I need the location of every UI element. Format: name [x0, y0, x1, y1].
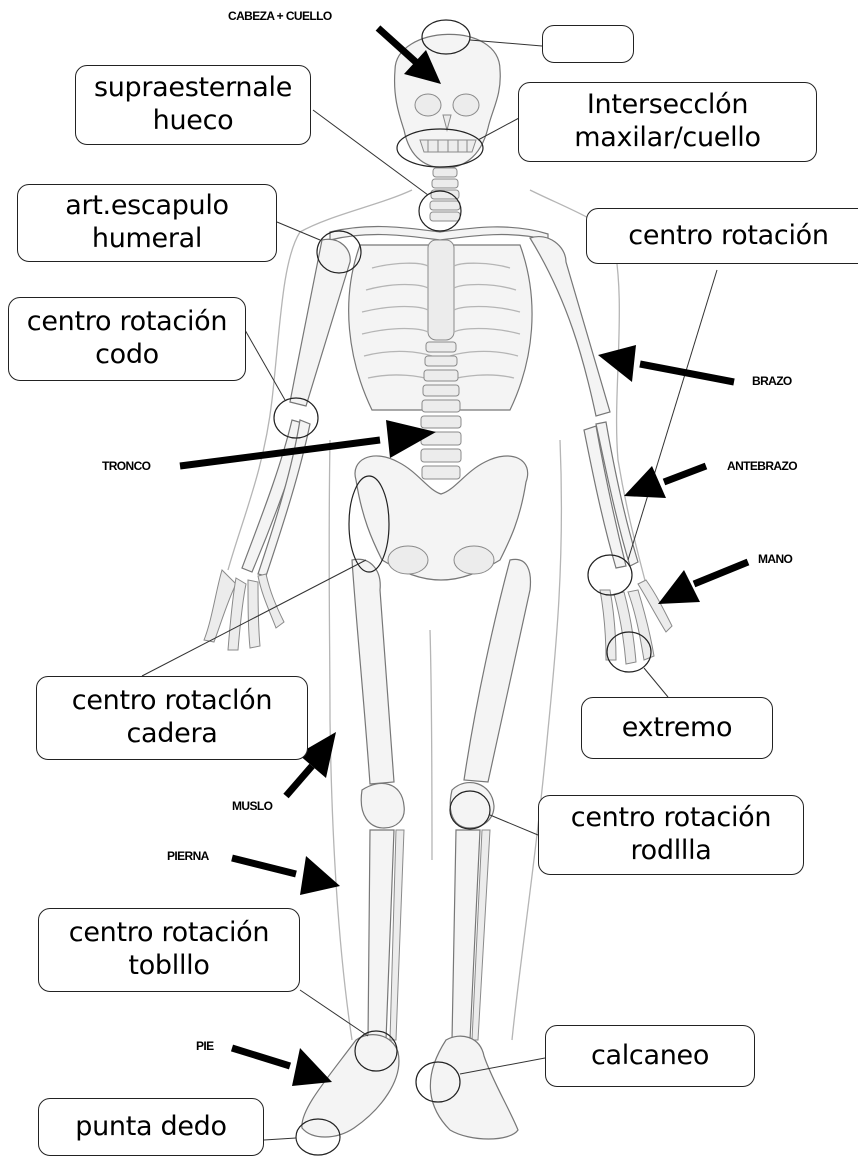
label-suprasternal-line1: supraesternale	[94, 72, 292, 105]
label-suprasternal: supraesternale hueco	[75, 65, 311, 145]
right-arm	[530, 237, 672, 664]
tag-foot: PIE	[196, 1039, 214, 1053]
label-elbow: centro rotación codo	[8, 297, 246, 381]
label-shoulder-line2: humeral	[92, 223, 202, 256]
label-ankle-line2: toblllo	[128, 950, 209, 983]
circle-wrist	[588, 555, 632, 595]
leader-shoulder	[277, 222, 320, 240]
label-ankle: centro rotación toblllo	[38, 908, 300, 992]
label-jaw-line1: Intersecclón	[587, 89, 748, 122]
leader-wrist	[628, 270, 717, 560]
label-knee: centro rotación rodllla	[538, 795, 804, 875]
label-heel: calcaneo	[545, 1025, 755, 1087]
label-knee-line2: rodllla	[630, 835, 711, 868]
arrow-foot	[232, 1048, 332, 1086]
tag-hand: MANO	[758, 552, 792, 566]
tag-head-neck: CABEZA + CUELLO	[228, 9, 332, 23]
clavicles	[330, 227, 548, 240]
label-hand-end-text: extremo	[622, 712, 733, 745]
label-shoulder-line1: art.escapulo	[65, 190, 229, 223]
label-ankle-line1: centro rotación	[69, 917, 269, 950]
label-hip: centro rotaclón cadera	[36, 676, 308, 760]
label-hip-line2: cadera	[127, 718, 218, 751]
label-suprasternal-line2: hueco	[153, 105, 234, 138]
label-elbow-line2: codo	[95, 339, 159, 372]
label-heel-text: calcaneo	[591, 1040, 709, 1073]
left-leg	[302, 559, 404, 1137]
leader-hip	[142, 560, 366, 676]
tag-arm: BRAZO	[752, 374, 792, 388]
label-shoulder: art.escapulo humeral	[17, 184, 277, 262]
leader-elbow	[245, 330, 285, 400]
label-jaw-line2: maxilar/cuello	[574, 122, 760, 155]
right-leg	[430, 559, 530, 1139]
label-jaw-neck: Intersecclón maxilar/cuello	[518, 82, 817, 162]
arrow-leg	[232, 856, 340, 895]
tag-thigh: MUSLO	[232, 799, 272, 813]
arrow-hand	[658, 562, 748, 604]
leader-knee	[490, 815, 538, 835]
label-wrist-line1: centro rotación	[628, 220, 828, 253]
label-knee-line1: centro rotación	[571, 802, 771, 835]
arrow-arm	[598, 345, 734, 382]
lumbar-spine	[421, 342, 461, 479]
leader-ankle	[300, 990, 368, 1036]
label-hip-line1: centro rotaclón	[72, 685, 272, 718]
label-head-top	[542, 25, 634, 63]
label-toe-text: punta dedo	[75, 1111, 227, 1144]
label-wrist: centro rotación	[586, 208, 858, 264]
cervical-spine	[430, 168, 460, 221]
tag-forearm: ANTEBRAZO	[727, 459, 797, 473]
label-hand-end: extremo	[581, 697, 773, 759]
tag-trunk: TRONCO	[102, 459, 150, 473]
arrow-forearm	[624, 466, 706, 498]
leader-toe	[264, 1138, 296, 1140]
label-elbow-line1: centro rotación	[27, 306, 227, 339]
label-toe: punta dedo	[38, 1098, 264, 1156]
leader-hand-end	[644, 668, 668, 697]
tag-leg: PIERNA	[167, 849, 209, 863]
